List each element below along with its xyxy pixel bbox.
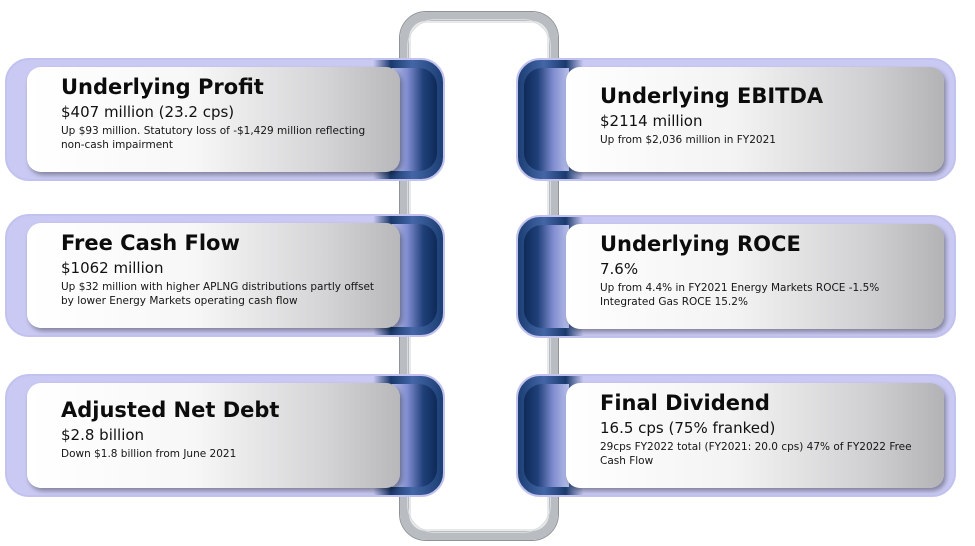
card-title: Free Cash Flow (61, 231, 240, 255)
card-free-cash-flow: Free Cash Flow $1062 million Up $32 mill… (5, 214, 445, 337)
card-panel: Adjusted Net Debt $2.8 billion Down $1.8… (27, 383, 400, 488)
card-accent (524, 225, 569, 328)
card-panel: Underlying EBITDA $2114 million Up from … (566, 67, 944, 172)
card-metric: 16.5 cps (75% franked) (600, 419, 776, 437)
card-title: Underlying EBITDA (600, 84, 824, 108)
card-title: Underlying ROCE (600, 232, 801, 256)
card-accent (524, 384, 569, 487)
card-metric: $1062 million (61, 259, 164, 277)
card-accent (524, 68, 569, 171)
card-metric: 7.6% (600, 260, 639, 278)
card-title: Final Dividend (600, 391, 770, 415)
card-metric: $2114 million (600, 112, 703, 130)
card-title: Adjusted Net Debt (61, 398, 280, 422)
card-metric: $407 million (23.2 cps) (61, 103, 235, 121)
card-panel: Underlying ROCE 7.6% Up from 4.4% in FY2… (566, 224, 944, 329)
card-description: 29cps FY2022 total (FY2021: 20.0 cps) 47… (600, 441, 912, 467)
card-final-dividend: Final Dividend 16.5 cps (75% franked) 29… (516, 374, 956, 497)
card-description: Up from $2,036 million in FY2021 (600, 134, 776, 146)
card-description: Down $1.8 billion from June 2021 (61, 448, 237, 460)
card-description: Up from 4.4% in FY2021 Energy Markets RO… (600, 282, 880, 308)
card-underlying-roce: Underlying ROCE 7.6% Up from 4.4% in FY2… (516, 215, 956, 338)
card-panel: Final Dividend 16.5 cps (75% franked) 29… (566, 383, 944, 488)
card-panel: Free Cash Flow $1062 million Up $32 mill… (27, 223, 400, 328)
card-description: Up $32 million with higher APLNG distrib… (61, 281, 375, 307)
card-metric: $2.8 billion (61, 426, 145, 444)
card-underlying-profit: Underlying Profit $407 million (23.2 cps… (5, 58, 445, 181)
card-adjusted-net-debt: Adjusted Net Debt $2.8 billion Down $1.8… (5, 374, 445, 497)
card-title: Underlying Profit (61, 75, 264, 99)
card-underlying-ebitda: Underlying EBITDA $2114 million Up from … (516, 58, 956, 181)
card-description: Up $93 million. Statutory loss of -$1,42… (61, 125, 366, 151)
card-panel: Underlying Profit $407 million (23.2 cps… (27, 67, 400, 172)
